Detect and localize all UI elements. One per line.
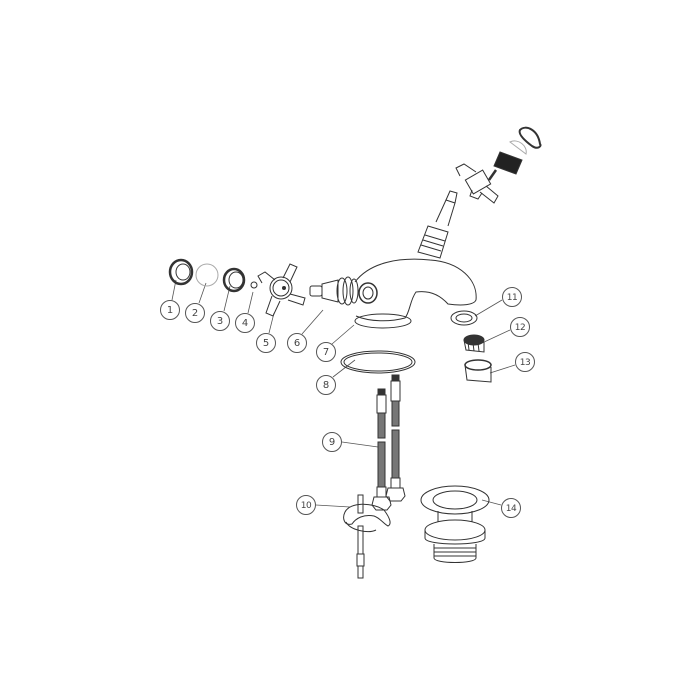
callout-3: 3 (210, 311, 230, 331)
part-9-hoses (371, 374, 406, 511)
part-3-shroud (222, 267, 246, 293)
part-2b-disc-hot (509, 140, 527, 155)
part-12-aerator-insert (463, 334, 485, 353)
part-5-crosshead-handle (257, 263, 306, 317)
part-10-fixing-stud (343, 494, 391, 579)
callout-12: 12 (510, 317, 530, 337)
part-8-o-ring (340, 350, 416, 374)
callout-13: 13 (515, 352, 535, 372)
callout-11: 11 (502, 287, 522, 307)
callout-14: 14 (501, 498, 521, 518)
callout-2: 2 (185, 303, 205, 323)
callout-10: 10 (296, 495, 316, 515)
callout-4: 4 (235, 313, 255, 333)
part-6-cartridge (309, 276, 359, 306)
part-4-screw (250, 281, 258, 289)
part-13-aerator-housing (464, 359, 492, 383)
callout-9: 9 (322, 432, 342, 452)
callout-8: 8 (316, 375, 336, 395)
part-14-waste-plug (420, 485, 490, 563)
part-6b-cartridge-hot (417, 190, 458, 259)
callout-7: 7 (316, 342, 336, 362)
callout-6: 6 (287, 333, 307, 353)
part-2-disc (195, 263, 219, 287)
part-3b-shroud-hot (493, 151, 523, 175)
callout-1: 1 (160, 300, 180, 320)
part-1-ring (168, 258, 194, 286)
callout-5: 5 (256, 333, 276, 353)
part-5b-crosshead-handle-hot (455, 163, 499, 204)
leader-lines (171, 279, 516, 508)
part-1b-ring-hot (518, 126, 542, 149)
part-11-washer (450, 310, 478, 326)
part-7-tap-body (354, 258, 477, 329)
